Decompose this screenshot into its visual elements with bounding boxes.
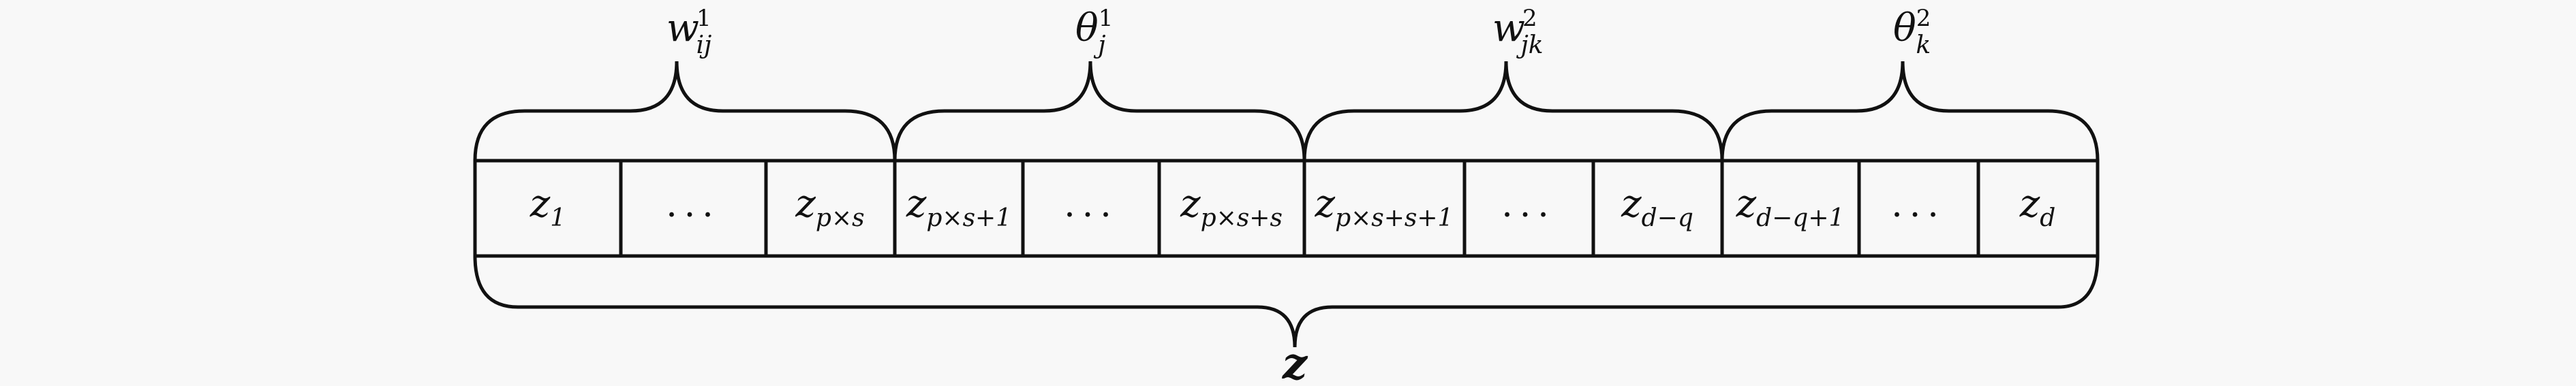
brace-z [473,255,2100,348]
brace-theta1 [893,61,1306,161]
cell-z1: z1 [530,182,566,232]
cell-ellipsis: ... [1891,184,1946,225]
brace-theta2 [1720,61,2100,161]
brace-w1 [473,61,897,161]
cell-z-pxs-plus-s: zp×s+s [1180,182,1283,232]
brace-w2 [1302,61,1724,161]
vector-cells: z1 ... zp×s zp×s+1 ... zp×s+s zp×s+s+1 .… [473,159,2100,258]
cell-ellipsis: ... [666,184,720,225]
cell-z-pxs-plus-1: zp×s+1 [906,182,1011,232]
cell-ellipsis: ... [1064,184,1118,225]
cell-z-pxs-plus-s-plus-1: zp×s+s+1 [1315,182,1454,232]
cell-z-d: zd [2019,182,2056,232]
vector-outline [473,159,2100,258]
cell-z-d-minus-q-plus-1: zd−q+1 [1736,182,1845,232]
cell-ellipsis: ... [1501,184,1556,225]
cell-dividers [619,161,1980,256]
bottom-brace: z [473,255,2100,386]
label-z-vector: z [1282,338,1308,386]
cell-z-pxs: zp×s [795,182,864,232]
cell-z-d-minus-q: zd−q [1621,182,1693,232]
